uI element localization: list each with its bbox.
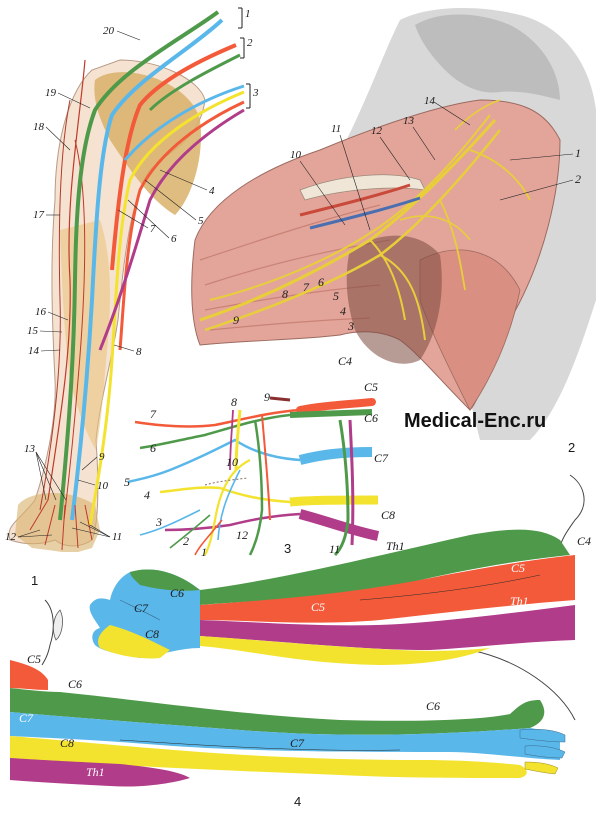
fig1-label-17: 17: [33, 209, 45, 221]
fig2-label-14: 14: [424, 95, 436, 107]
fig1-labels: 1 2 3 20 19 18 17 16 15 14 4 5 6 7 8 9: [5, 7, 259, 588]
fig1-label-5: 5: [198, 215, 204, 227]
fig1-label-11: 11: [112, 531, 122, 543]
fig1-label-12: 12: [5, 531, 17, 543]
fig4-upper-label-c4: C4: [577, 534, 591, 548]
fig2-label-12: 12: [371, 125, 383, 137]
fig4-lower-label-th1: Th1: [86, 765, 105, 779]
fig2-label-3: 3: [347, 319, 354, 333]
fig4-lower-label-c6-right: C6: [426, 699, 440, 713]
fig2-label-4: 4: [340, 304, 346, 318]
fig3-schema: [127, 396, 380, 557]
fig4-upper-arm: [89, 474, 585, 721]
fig4-lower-label-c7-mid: C7: [290, 736, 305, 750]
fig3-label-4: 4: [144, 488, 150, 502]
fig3-root-th1: Th1: [386, 539, 405, 553]
fig3-labels: 7 8 9 6 10 5 4 3 2 1 12 11 C4 C5 C6 C7 C…: [124, 354, 405, 559]
fig1-label-1: 1: [245, 8, 251, 20]
fig2-label-2: 2: [575, 172, 581, 186]
fig3-label-3: 3: [155, 515, 162, 529]
fig4-lower-label-c8: C8: [60, 736, 74, 750]
fig1-label-19: 19: [45, 87, 57, 99]
fig1-label-8: 8: [136, 346, 142, 358]
fig4-upper-label-th1: Th1: [510, 594, 529, 608]
fig1-label-14: 14: [28, 345, 40, 357]
fig1-label-9: 9: [99, 451, 105, 463]
fig3-root-c8: C8: [381, 508, 395, 522]
fig4-upper-label-c5-right: C5: [511, 561, 525, 575]
fig4-lower-labels: C5 C6 C6 C7 C7 C8 Th1 4: [19, 652, 440, 809]
fig3-label-8: 8: [231, 395, 237, 409]
figure-number-1: 1: [31, 573, 38, 588]
fig1-arm: [8, 10, 245, 552]
fig1-label-3: 3: [252, 87, 259, 99]
fig1-label-16: 16: [35, 306, 47, 318]
fig3-label-5: 5: [124, 475, 130, 489]
fig3-label-2: 2: [183, 534, 189, 548]
fig3-label-6: 6: [150, 441, 156, 455]
fig3-label-9: 9: [264, 390, 270, 404]
figure-number-3: 3: [284, 541, 291, 556]
fig3-label-10: 10: [226, 455, 238, 469]
fig2-label-8: 8: [282, 287, 288, 301]
fig1-label-4: 4: [209, 185, 215, 197]
fig2-label-1: 1: [575, 146, 581, 160]
figure-number-4: 4: [294, 794, 301, 809]
fig4-upper-label-c5-mid: C5: [311, 600, 325, 614]
fig2-label-10: 10: [290, 149, 302, 161]
fig4-upper-label-c6: C6: [170, 586, 184, 600]
fig4-lower-label-c5: C5: [27, 652, 41, 666]
fig1-label-20: 20: [103, 25, 115, 37]
fig1-label-7: 7: [150, 223, 156, 235]
figure-number-2: 2: [568, 440, 575, 455]
fig2-label-6: 6: [318, 275, 324, 289]
fig1-label-10: 10: [97, 480, 109, 492]
fig1-label-13: 13: [24, 443, 36, 455]
fig1-label-15: 15: [27, 325, 39, 337]
fig4-upper-label-c8: C8: [145, 627, 159, 641]
fig3-root-c7: C7: [374, 451, 389, 465]
fig2-label-9: 9: [233, 313, 239, 327]
watermark-text: Medical-Enc.ru: [404, 410, 547, 432]
fig3-root-c4: C4: [338, 354, 352, 368]
fig3-label-11: 11: [329, 542, 340, 556]
fig1-label-2: 2: [247, 37, 253, 49]
fig4-lower-label-c6-left: C6: [68, 677, 82, 691]
fig3-label-7: 7: [150, 407, 157, 421]
fig2-label-11: 11: [331, 123, 341, 135]
fig1-label-6: 6: [171, 233, 177, 245]
fig4-lower-arm: [10, 599, 566, 787]
fig2-labels: 14 13 12 11 10 1 2 9 8 7 6 5 4 3 2: [233, 95, 581, 455]
fig4-lower-label-c7-left: C7: [19, 711, 34, 725]
fig3-root-c6: C6: [364, 411, 378, 425]
fig3-label-12: 12: [236, 528, 248, 542]
fig4-upper-labels: C4 C5 C5 Th1 C6 C7 C8: [134, 534, 591, 641]
fig4-upper-label-c7: C7: [134, 601, 149, 615]
fig1-label-18: 18: [33, 121, 45, 133]
fig2-dissection: [191, 8, 596, 441]
fig2-label-7: 7: [303, 280, 310, 294]
fig3-label-1: 1: [201, 545, 207, 559]
fig2-label-5: 5: [333, 289, 339, 303]
fig3-root-c5: C5: [364, 380, 378, 394]
fig2-label-13: 13: [403, 115, 415, 127]
